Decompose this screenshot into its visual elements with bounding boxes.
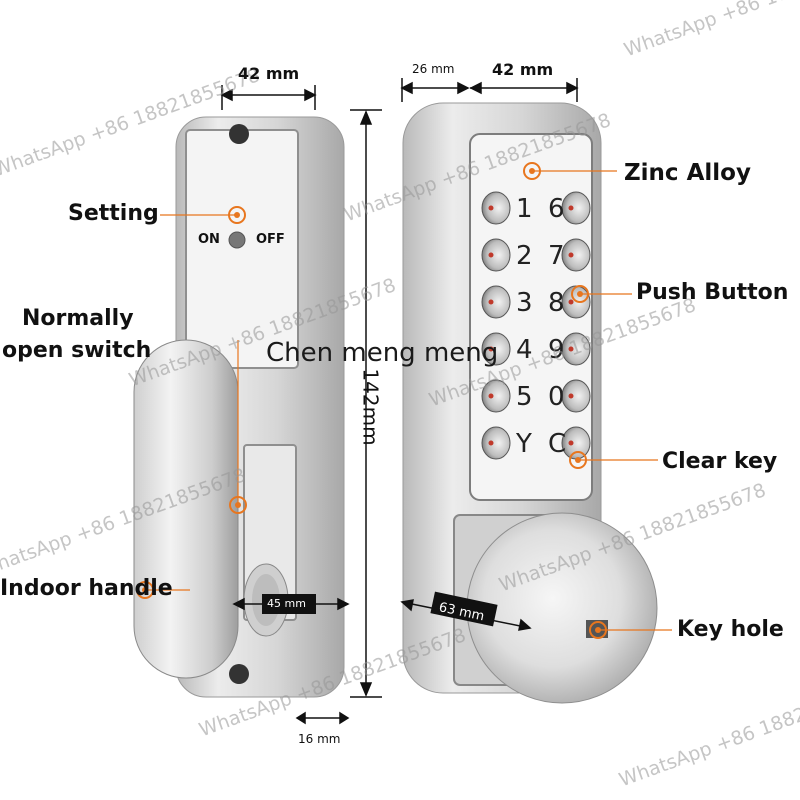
dim-bottom-gap: 16 mm bbox=[298, 732, 341, 746]
button-indicator bbox=[488, 440, 494, 446]
button-indicator bbox=[488, 346, 494, 352]
dim-depth-top: 26 mm bbox=[412, 62, 455, 76]
keypad-digit: C bbox=[548, 429, 566, 459]
keypad-digit: 9 bbox=[548, 335, 565, 365]
dim-width-right: 42 mm bbox=[492, 60, 554, 79]
dim-width-left: 42 mm bbox=[238, 64, 300, 83]
keypad-digit: 2 bbox=[516, 241, 533, 271]
keypad-digit: 6 bbox=[548, 194, 565, 224]
label-clear-key: Clear key bbox=[662, 449, 778, 474]
dim-height: 142mm bbox=[358, 368, 383, 446]
button-indicator bbox=[568, 252, 574, 258]
label-indoor-handle: Indoor handle bbox=[0, 576, 173, 601]
label-push-button: Push Button bbox=[636, 280, 789, 305]
switch-on-label: ON bbox=[198, 232, 220, 247]
push-button bbox=[481, 238, 511, 272]
push-button bbox=[481, 191, 511, 225]
dimension-lines bbox=[220, 78, 579, 725]
callout-markers bbox=[136, 162, 607, 639]
label-zinc-alloy: Zinc Alloy bbox=[624, 160, 751, 186]
button-indicator bbox=[488, 393, 494, 399]
push-button bbox=[561, 238, 591, 272]
keypad-digit: 1 bbox=[516, 194, 533, 224]
button-indicator bbox=[488, 205, 494, 211]
handle-depth-box bbox=[262, 594, 316, 614]
label-setting: Setting bbox=[68, 201, 159, 226]
keypad-digit: 5 bbox=[516, 382, 533, 412]
push-button bbox=[481, 379, 511, 413]
label-key-hole: Key hole bbox=[677, 617, 784, 642]
screw-bottom bbox=[229, 664, 249, 684]
knob-depth-box bbox=[430, 591, 498, 627]
push-button bbox=[561, 191, 591, 225]
push-button bbox=[561, 379, 591, 413]
indoor-handle-shape bbox=[133, 339, 239, 679]
setting-switch bbox=[228, 231, 246, 249]
switch-off-label: OFF bbox=[256, 232, 285, 247]
screw-top bbox=[229, 124, 249, 144]
keypad-digit: 3 bbox=[516, 288, 533, 318]
push-button bbox=[481, 426, 511, 460]
keypad-digit: 8 bbox=[548, 288, 565, 318]
keypad-digit: 7 bbox=[548, 241, 565, 271]
push-button bbox=[561, 426, 591, 460]
button-indicator bbox=[568, 299, 574, 305]
keypad-digit: Y bbox=[515, 429, 532, 459]
center-watermark: Chen meng meng bbox=[266, 338, 499, 368]
push-button bbox=[481, 332, 511, 366]
button-indicator bbox=[488, 299, 494, 305]
dim-handle-depth: 45 mm bbox=[267, 597, 306, 610]
keypad-digit: 0 bbox=[548, 382, 565, 412]
push-button bbox=[561, 332, 591, 366]
button-indicator bbox=[568, 205, 574, 211]
indoor-unit bbox=[133, 116, 345, 698]
label-open-switch: open switch bbox=[2, 338, 152, 363]
label-normally: Normally bbox=[22, 306, 134, 331]
button-indicator bbox=[568, 440, 574, 446]
button-indicator bbox=[568, 393, 574, 399]
button-indicator bbox=[568, 346, 574, 352]
keypad-digit: 4 bbox=[516, 335, 533, 365]
button-indicator bbox=[488, 252, 494, 258]
push-button bbox=[481, 285, 511, 319]
